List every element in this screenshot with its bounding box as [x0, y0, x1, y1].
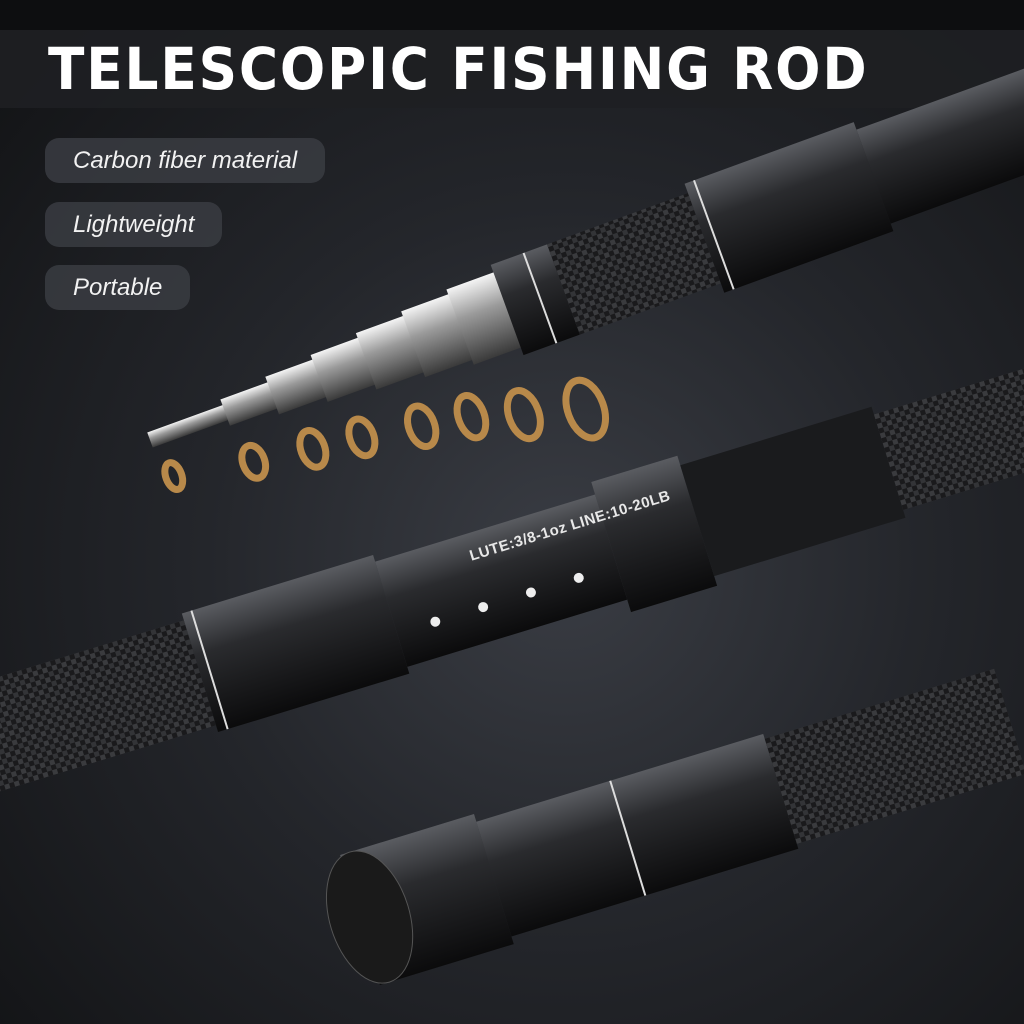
- feature-pill-carbon: Carbon fiber material: [45, 138, 326, 183]
- rod-middle-section: [0, 355, 1024, 793]
- feature-pill-lightweight: Lightweight: [45, 202, 223, 247]
- page-title: TELESCOPIC FISHING ROD: [48, 35, 869, 103]
- top-strip: [0, 0, 1024, 30]
- feature-pill-portable: Portable: [45, 265, 191, 310]
- rod-tip-section: [147, 61, 1024, 493]
- rod-butt-section: [325, 668, 1024, 986]
- title-band: [0, 30, 1024, 108]
